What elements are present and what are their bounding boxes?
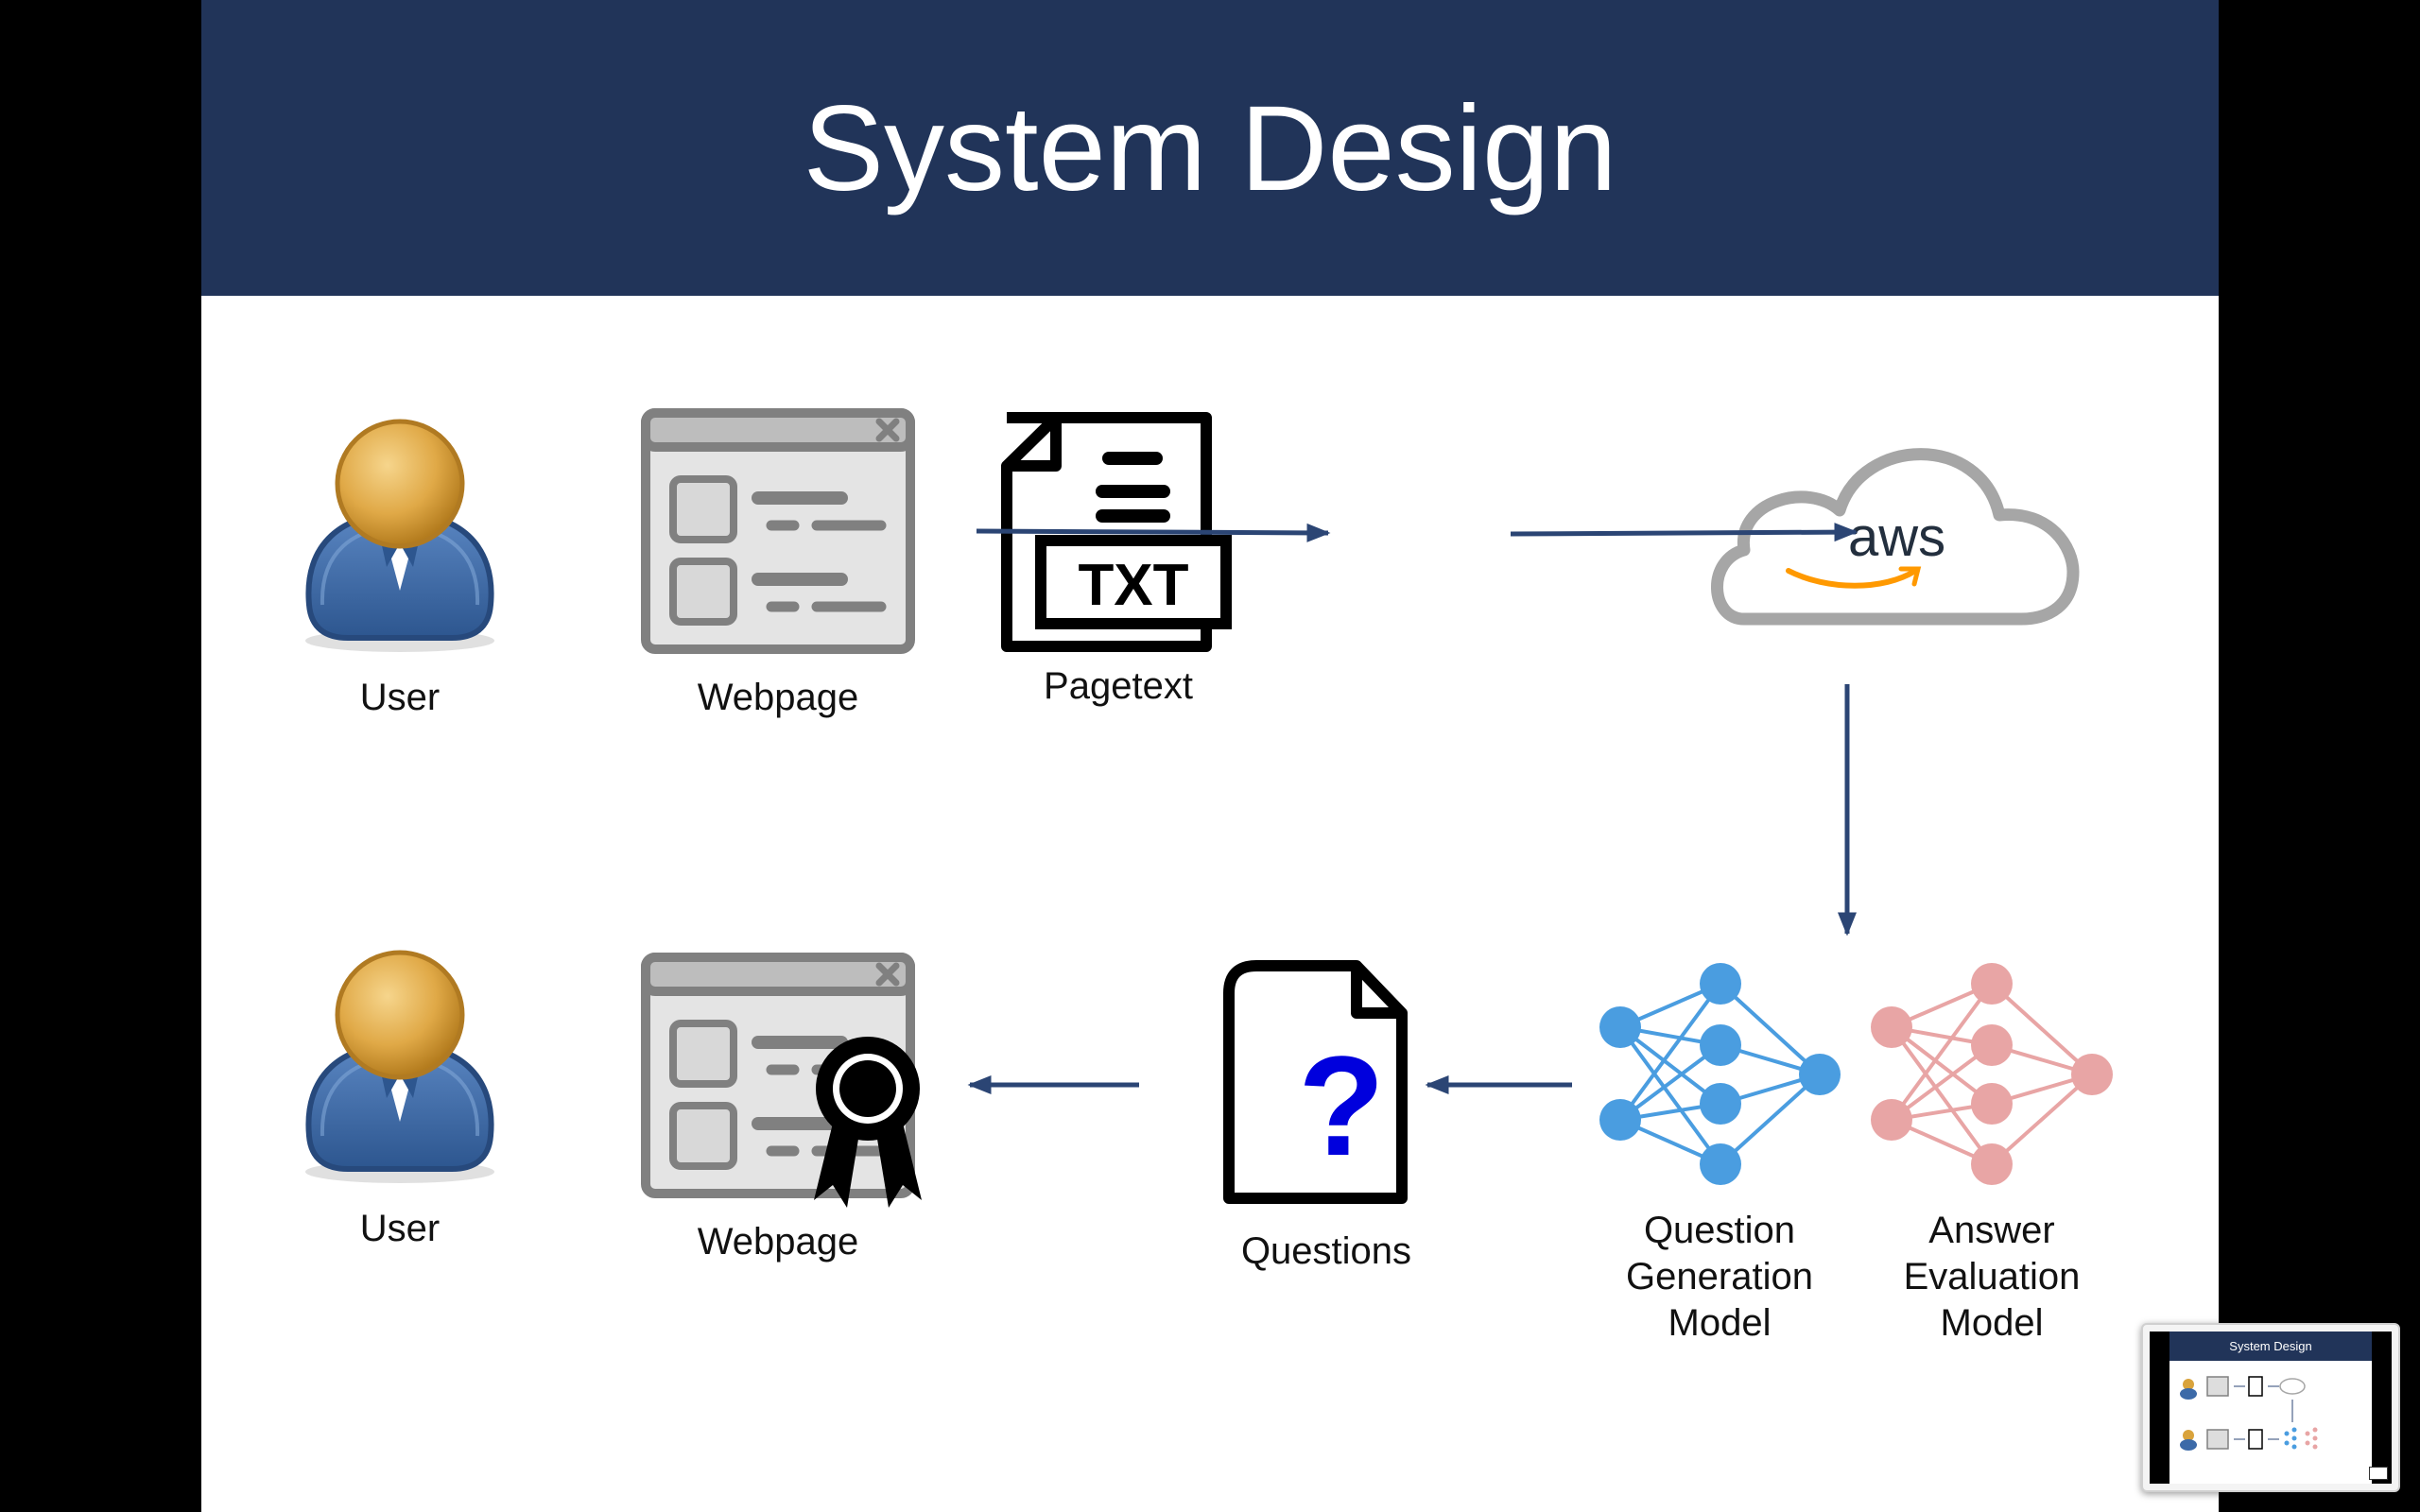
webpage-icon xyxy=(646,413,910,649)
flow-arrows xyxy=(967,523,1858,1094)
question-mark-icon: ? xyxy=(1298,1026,1385,1185)
slide-thumbnail[interactable]: System Design xyxy=(2141,1323,2400,1492)
webpage-label: Webpage xyxy=(697,677,859,718)
arrow-pagetext-to-aws xyxy=(1510,523,1858,542)
questions-doc-icon: ? xyxy=(1223,960,1408,1204)
user-icon xyxy=(305,421,494,652)
thumbnail-frame: System Design xyxy=(2150,1332,2392,1484)
label-line: Answer xyxy=(1928,1210,2055,1251)
presenter-view-icon[interactable] xyxy=(2369,1467,2388,1480)
label-line: Model xyxy=(1668,1302,1772,1344)
svg-text:TXT: TXT xyxy=(1078,553,1188,618)
webpage-certified-icon xyxy=(646,957,922,1208)
slide: System Design xyxy=(201,0,2219,1512)
label-line: Evaluation xyxy=(1903,1256,2081,1297)
thumbnail-slide: System Design xyxy=(2169,1332,2372,1484)
system-design-diagram: TXT aws xyxy=(201,0,2113,1208)
answer-evaluation-model-icon xyxy=(1871,963,2113,1185)
user-icon xyxy=(305,953,494,1183)
user-label: User xyxy=(359,677,441,718)
answer-evaluation-model-label: Answer Evaluation Model xyxy=(1869,1208,2115,1347)
arrow-webpage-to-pagetext xyxy=(976,523,1331,542)
user-label: User xyxy=(359,1208,441,1249)
thumbnail-diagram xyxy=(2180,1376,2318,1451)
webpage-label: Webpage xyxy=(697,1221,859,1263)
slide-title: System Design xyxy=(803,81,1617,216)
question-generation-model-icon xyxy=(1599,963,1841,1185)
pagetext-label: Pagetext xyxy=(1044,665,1193,707)
label-line: Generation xyxy=(1626,1256,1813,1297)
thumbnail-title: System Design xyxy=(2229,1339,2312,1353)
aws-cloud-icon: aws xyxy=(1711,448,2080,626)
label-line: Question xyxy=(1643,1210,1796,1251)
aws-logo-text: aws xyxy=(1848,507,1945,568)
thumbnail-title-bar: System Design xyxy=(2169,1332,2372,1361)
title-bar: System Design xyxy=(201,0,2219,296)
questions-label: Questions xyxy=(1240,1230,1412,1272)
question-generation-model-label: Question Generation Model xyxy=(1597,1208,1842,1347)
label-line: Model xyxy=(1940,1302,2044,1344)
